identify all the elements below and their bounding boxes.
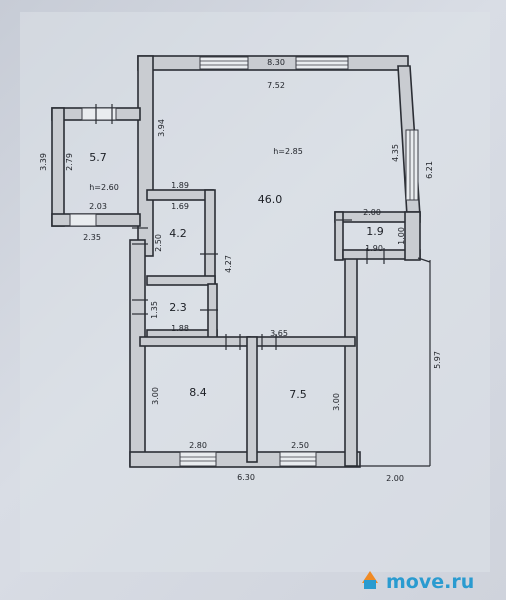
dim-bedroom-top: 3.65 xyxy=(270,329,288,338)
interior-walls xyxy=(139,189,421,463)
dim-porch-inner-h: 2.79 xyxy=(65,153,74,171)
area-room-b: 2.3 xyxy=(169,301,187,314)
area-room-a: 4.2 xyxy=(169,227,187,240)
dim-bedroom2-side: 3.00 xyxy=(332,393,341,411)
dim-left-main: 3.94 xyxy=(157,119,166,137)
dim-room-b-side: 1.35 xyxy=(150,301,159,319)
watermark-text: move.ru xyxy=(386,571,474,593)
dim-top-outer: 8.30 xyxy=(267,58,285,67)
extension-outline xyxy=(357,257,431,467)
dim-top-inner: 7.52 xyxy=(267,81,285,90)
dim-partition-h: 4.27 xyxy=(224,255,233,273)
dim-room-b-bottom: 1.88 xyxy=(171,324,189,333)
dim-right-upper: 4.35 xyxy=(391,144,400,162)
paper-sheet xyxy=(20,12,490,572)
dim-porch-outer-w: 2.35 xyxy=(83,233,101,242)
dim-bottom-total: 6.30 xyxy=(237,473,255,482)
dim-room-a-top: 1.89 xyxy=(171,181,189,190)
dim-porch-outer-h: 3.39 xyxy=(39,153,48,171)
dim-right-outer: 6.21 xyxy=(425,161,434,179)
room-labels: 46.0 h=2.85 5.7 h=2.60 4.2 2.3 1.9 8.4 7… xyxy=(89,147,384,401)
area-room-c: 1.9 xyxy=(366,225,384,238)
dim-extension-side: 5.97 xyxy=(433,351,442,369)
house-icon-body xyxy=(364,580,376,589)
dim-room-a-inner: 1.69 xyxy=(171,202,189,211)
door-markers xyxy=(95,104,385,350)
watermark-logo: move.ru xyxy=(362,571,474,593)
area-bedroom-1: 8.4 xyxy=(189,386,207,399)
height-porch: h=2.60 xyxy=(89,183,119,192)
area-main: 46.0 xyxy=(258,193,283,206)
dim-extension-bottom: 2.00 xyxy=(386,474,404,483)
dim-room-c-bottom: 1.90 xyxy=(365,244,383,253)
area-bedroom-2: 7.5 xyxy=(289,388,307,401)
dim-bedroom1-side: 3.00 xyxy=(151,387,160,405)
dim-room-a-side: 2.50 xyxy=(154,234,163,252)
dim-bottom-left: 2.80 xyxy=(189,441,207,450)
dim-room-c-top: 2.00 xyxy=(363,208,381,217)
windows xyxy=(69,56,419,467)
dim-bottom-right: 2.50 xyxy=(291,441,309,450)
area-porch: 5.7 xyxy=(89,151,107,164)
height-main: h=2.85 xyxy=(273,147,303,156)
dimension-labels: 8.30 7.52 3.94 3.39 2.79 2.03 2.35 4.35 … xyxy=(39,58,442,483)
dim-porch-inner-w: 2.03 xyxy=(89,202,107,211)
dim-room-c-side: 1.00 xyxy=(397,227,406,245)
